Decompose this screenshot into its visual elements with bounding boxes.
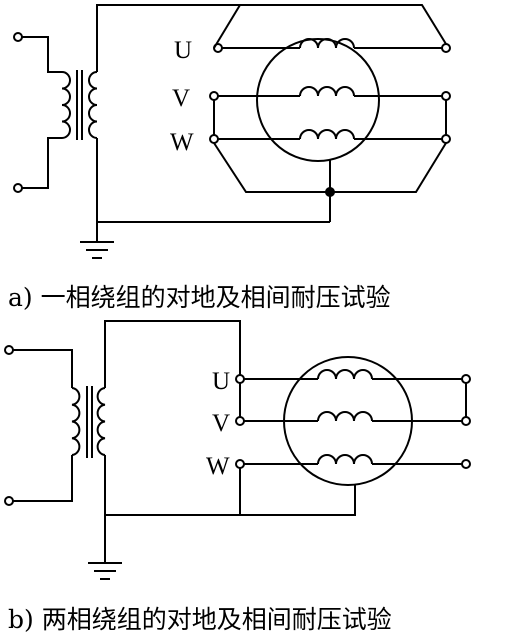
u-terminal-right-b: [461, 374, 471, 384]
primary-lead-top-a: [22, 36, 62, 73]
u-winding-coil-b: [317, 369, 373, 380]
input-terminal-bottom-b: [4, 496, 14, 506]
w-terminal-left-b: [235, 459, 245, 469]
v-terminal-left-a: [209, 91, 219, 101]
ground-icon: [88, 545, 122, 580]
primary-coil-a: [61, 71, 71, 139]
diagram-a: U V W: [13, 4, 451, 259]
terminal-label-w-a: W: [170, 129, 194, 156]
input-terminal-top-b: [4, 345, 14, 355]
primary-lead-bottom-a: [22, 137, 62, 189]
terminal-label-v-b: V: [212, 410, 230, 437]
v-terminal-right-a: [441, 91, 451, 101]
u-terminal-left-b: [235, 374, 245, 384]
u-winding-coil-a: [299, 38, 355, 49]
diagram-b: U V W: [4, 320, 471, 580]
v-winding-coil-a: [299, 86, 355, 97]
w-terminal-left-a: [209, 134, 219, 144]
terminal-label-v-a: V: [172, 85, 190, 112]
caption-a: a) 一相绕组的对地及相间耐压试验: [8, 283, 391, 312]
ground-icon: [80, 222, 114, 259]
caption-b: b) 两相绕组的对地及相间耐压试验: [8, 605, 392, 634]
v-terminal-right-b: [461, 416, 471, 426]
w-winding-coil-a: [299, 129, 355, 140]
primary-lead-top-b: [13, 349, 73, 388]
terminal-label-w-b: W: [206, 453, 230, 480]
w-common-left-a: [213, 142, 330, 193]
v-terminal-left-b: [235, 416, 245, 426]
junction-dot-a: [325, 187, 335, 197]
w-terminal-right-b: [461, 459, 471, 469]
u-bridge-left-a: [213, 4, 241, 49]
secondary-lead-high-b: [104, 320, 241, 388]
v-winding-coil-b: [317, 411, 373, 422]
u-terminal-right-a: [441, 43, 451, 53]
secondary-coil-a: [88, 71, 98, 139]
w-common-right-a: [330, 142, 447, 193]
secondary-lead-high-a: [96, 4, 240, 72]
housing-ground-b: [240, 485, 356, 516]
u-bridge-top-a: [240, 4, 447, 45]
input-terminal-bottom-a: [13, 183, 23, 193]
terminal-label-u-b: U: [212, 368, 230, 395]
input-terminal-top-a: [13, 32, 23, 42]
w-terminal-right-a: [441, 134, 451, 144]
primary-coil-b: [71, 387, 81, 456]
primary-lead-bottom-b: [13, 455, 73, 502]
secondary-coil-b: [96, 387, 106, 456]
secondary-lead-low-a: [96, 138, 330, 223]
w-winding-coil-b: [317, 454, 373, 465]
motor-housing-a: [256, 38, 380, 162]
terminal-label-u-a: U: [174, 37, 192, 64]
